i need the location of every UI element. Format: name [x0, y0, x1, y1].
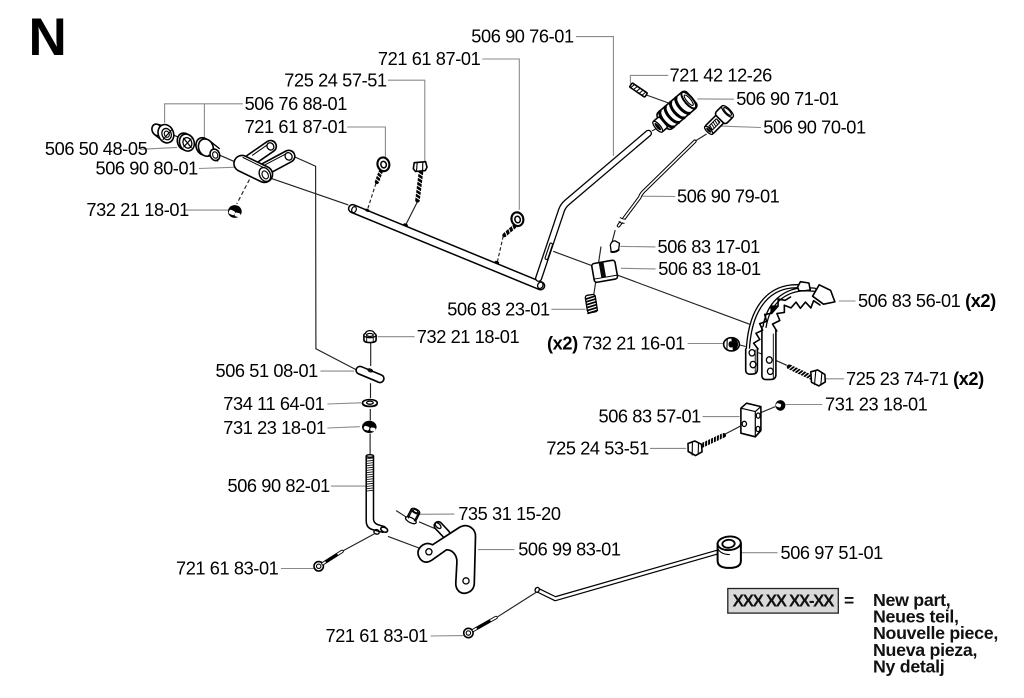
svg-text:731 23 18-01: 731 23 18-01 [223, 418, 326, 438]
svg-text:725 24 53-51: 725 24 53-51 [546, 439, 649, 459]
svg-text:506 83 56-01 (x2): 506 83 56-01 (x2) [858, 291, 996, 311]
svg-text:725 23 74-71 (x2): 725 23 74-71 (x2) [846, 369, 984, 389]
svg-text:New part,: New part, [873, 590, 950, 610]
svg-text:506 83 17-01: 506 83 17-01 [658, 237, 761, 257]
svg-text:506 83 18-01: 506 83 18-01 [658, 259, 761, 279]
svg-text:506 99 83-01: 506 99 83-01 [518, 540, 621, 560]
svg-text:721 42 12-26: 721 42 12-26 [670, 66, 773, 86]
svg-text:506 90 71-01: 506 90 71-01 [736, 89, 839, 109]
svg-text:506 76 88-01: 506 76 88-01 [245, 94, 348, 114]
svg-text:506 90 82-01: 506 90 82-01 [228, 476, 331, 496]
svg-text:734 11 64-01: 734 11 64-01 [223, 394, 324, 414]
svg-text:(x2) 732 21 16-01: (x2) 732 21 16-01 [547, 334, 685, 354]
svg-text:Nueva pieza,: Nueva pieza, [873, 640, 977, 660]
svg-text:506 51 08-01: 506 51 08-01 [216, 361, 319, 381]
svg-text:506 83 57-01: 506 83 57-01 [599, 407, 702, 427]
svg-text:506 97 51-01: 506 97 51-01 [781, 543, 884, 563]
svg-text:Nouvelle piece,: Nouvelle piece, [873, 623, 998, 643]
svg-text:721 61 83-01: 721 61 83-01 [176, 559, 279, 579]
svg-text:732 21 18-01: 732 21 18-01 [417, 327, 520, 347]
svg-text:506 90 70-01: 506 90 70-01 [763, 118, 866, 138]
svg-text:721 61 87-01: 721 61 87-01 [378, 49, 481, 69]
svg-text:506 90 80-01: 506 90 80-01 [96, 159, 199, 179]
svg-text:=: = [844, 590, 854, 610]
svg-text:721 61 87-01: 721 61 87-01 [245, 117, 348, 137]
svg-text:725 24 57-51: 725 24 57-51 [284, 70, 387, 90]
svg-text:506 90 76-01: 506 90 76-01 [471, 27, 574, 47]
svg-text:735 31 15-20: 735 31 15-20 [458, 504, 561, 524]
svg-text:N: N [29, 8, 67, 67]
svg-text:XXX XX XX-XX: XXX XX XX-XX [733, 591, 836, 611]
svg-text:506 90 79-01: 506 90 79-01 [677, 187, 780, 207]
svg-text:506 50 48-05: 506 50 48-05 [45, 139, 148, 159]
svg-text:731 23 18-01: 731 23 18-01 [825, 395, 928, 415]
svg-text:506 83 23-01: 506 83 23-01 [447, 299, 550, 319]
svg-text:721 61 83-01: 721 61 83-01 [326, 626, 429, 646]
svg-text:732 21 18-01: 732 21 18-01 [86, 200, 189, 220]
svg-text:Neues teil,: Neues teil, [873, 607, 959, 627]
svg-text:Ny detalj: Ny detalj [873, 657, 944, 677]
